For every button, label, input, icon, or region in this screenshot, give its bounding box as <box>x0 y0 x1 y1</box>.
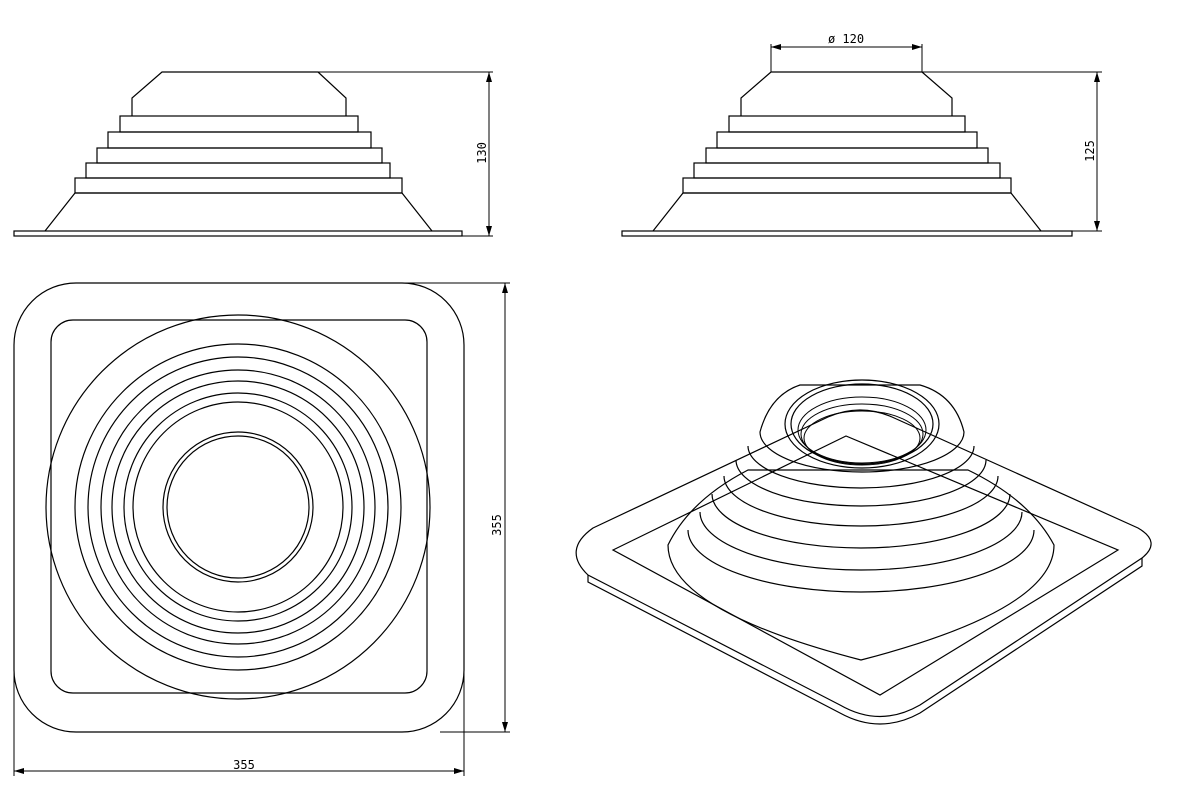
cone-base-circle <box>45 314 431 700</box>
collar-inner-circle <box>166 435 310 579</box>
iso-step-5 <box>735 459 987 507</box>
iso-step-1 <box>687 529 1035 593</box>
inner-square-flange <box>50 319 428 694</box>
iso-step-2 <box>699 511 1023 571</box>
arrow-left <box>14 768 24 774</box>
step-5 <box>728 115 966 133</box>
flange-slope <box>652 192 1042 232</box>
step-1 <box>682 177 1012 194</box>
step-2 <box>85 162 391 179</box>
iso-flange-thickness <box>587 558 1143 725</box>
top-cone <box>740 71 953 116</box>
step-circle-2 <box>87 356 389 658</box>
iso-step-6 <box>747 445 975 489</box>
arrow-down <box>502 722 508 732</box>
arrow-up <box>502 283 508 293</box>
iso-step-3 <box>711 493 1011 549</box>
iso-cone-base <box>667 469 1055 661</box>
plan-width-label: 355 <box>233 758 255 772</box>
arrow-down <box>486 226 492 236</box>
arrow-down <box>1094 221 1100 231</box>
plan-view: 355 355 <box>13 282 510 776</box>
base-flange <box>621 230 1073 237</box>
iso-top-collar <box>759 384 965 473</box>
isometric-view <box>575 379 1152 725</box>
iso-opening-outer <box>784 379 940 469</box>
step-circle-6 <box>132 401 344 613</box>
iso-inner-flange <box>611 435 1120 696</box>
step-circle-5 <box>123 392 353 622</box>
height-label-left: 130 <box>475 142 489 164</box>
diameter-label: ø 120 <box>828 32 864 46</box>
flange-slope <box>44 192 433 232</box>
collar-outer-circle <box>162 431 314 583</box>
iso-thread-1 <box>797 396 927 464</box>
iso-step-4 <box>723 475 999 527</box>
iso-thread-2 <box>800 403 924 465</box>
arrow-right <box>912 44 922 50</box>
step-circle-4 <box>111 380 365 634</box>
step-4 <box>107 131 372 149</box>
step-circle-1 <box>74 343 402 671</box>
side-view-left: 130 <box>13 71 493 237</box>
step-circle-3 <box>100 369 376 645</box>
step-1 <box>74 177 403 194</box>
iso-outer-flange <box>575 409 1152 718</box>
iso-thread-3 <box>803 410 921 466</box>
plan-height-label: 355 <box>490 514 504 536</box>
step-3 <box>705 147 989 164</box>
side-view-right: ø 120 125 <box>621 32 1102 237</box>
arrow-left <box>771 44 781 50</box>
arrow-up <box>1094 72 1100 82</box>
step-4 <box>716 131 978 149</box>
top-cone <box>131 71 347 116</box>
base-flange <box>13 230 463 237</box>
step-2 <box>693 162 1001 179</box>
height-label-right: 125 <box>1083 140 1097 162</box>
outer-square-flange <box>13 282 465 733</box>
step-5 <box>119 115 359 133</box>
arrow-right <box>454 768 464 774</box>
arrow-up <box>486 72 492 82</box>
step-3 <box>96 147 383 164</box>
